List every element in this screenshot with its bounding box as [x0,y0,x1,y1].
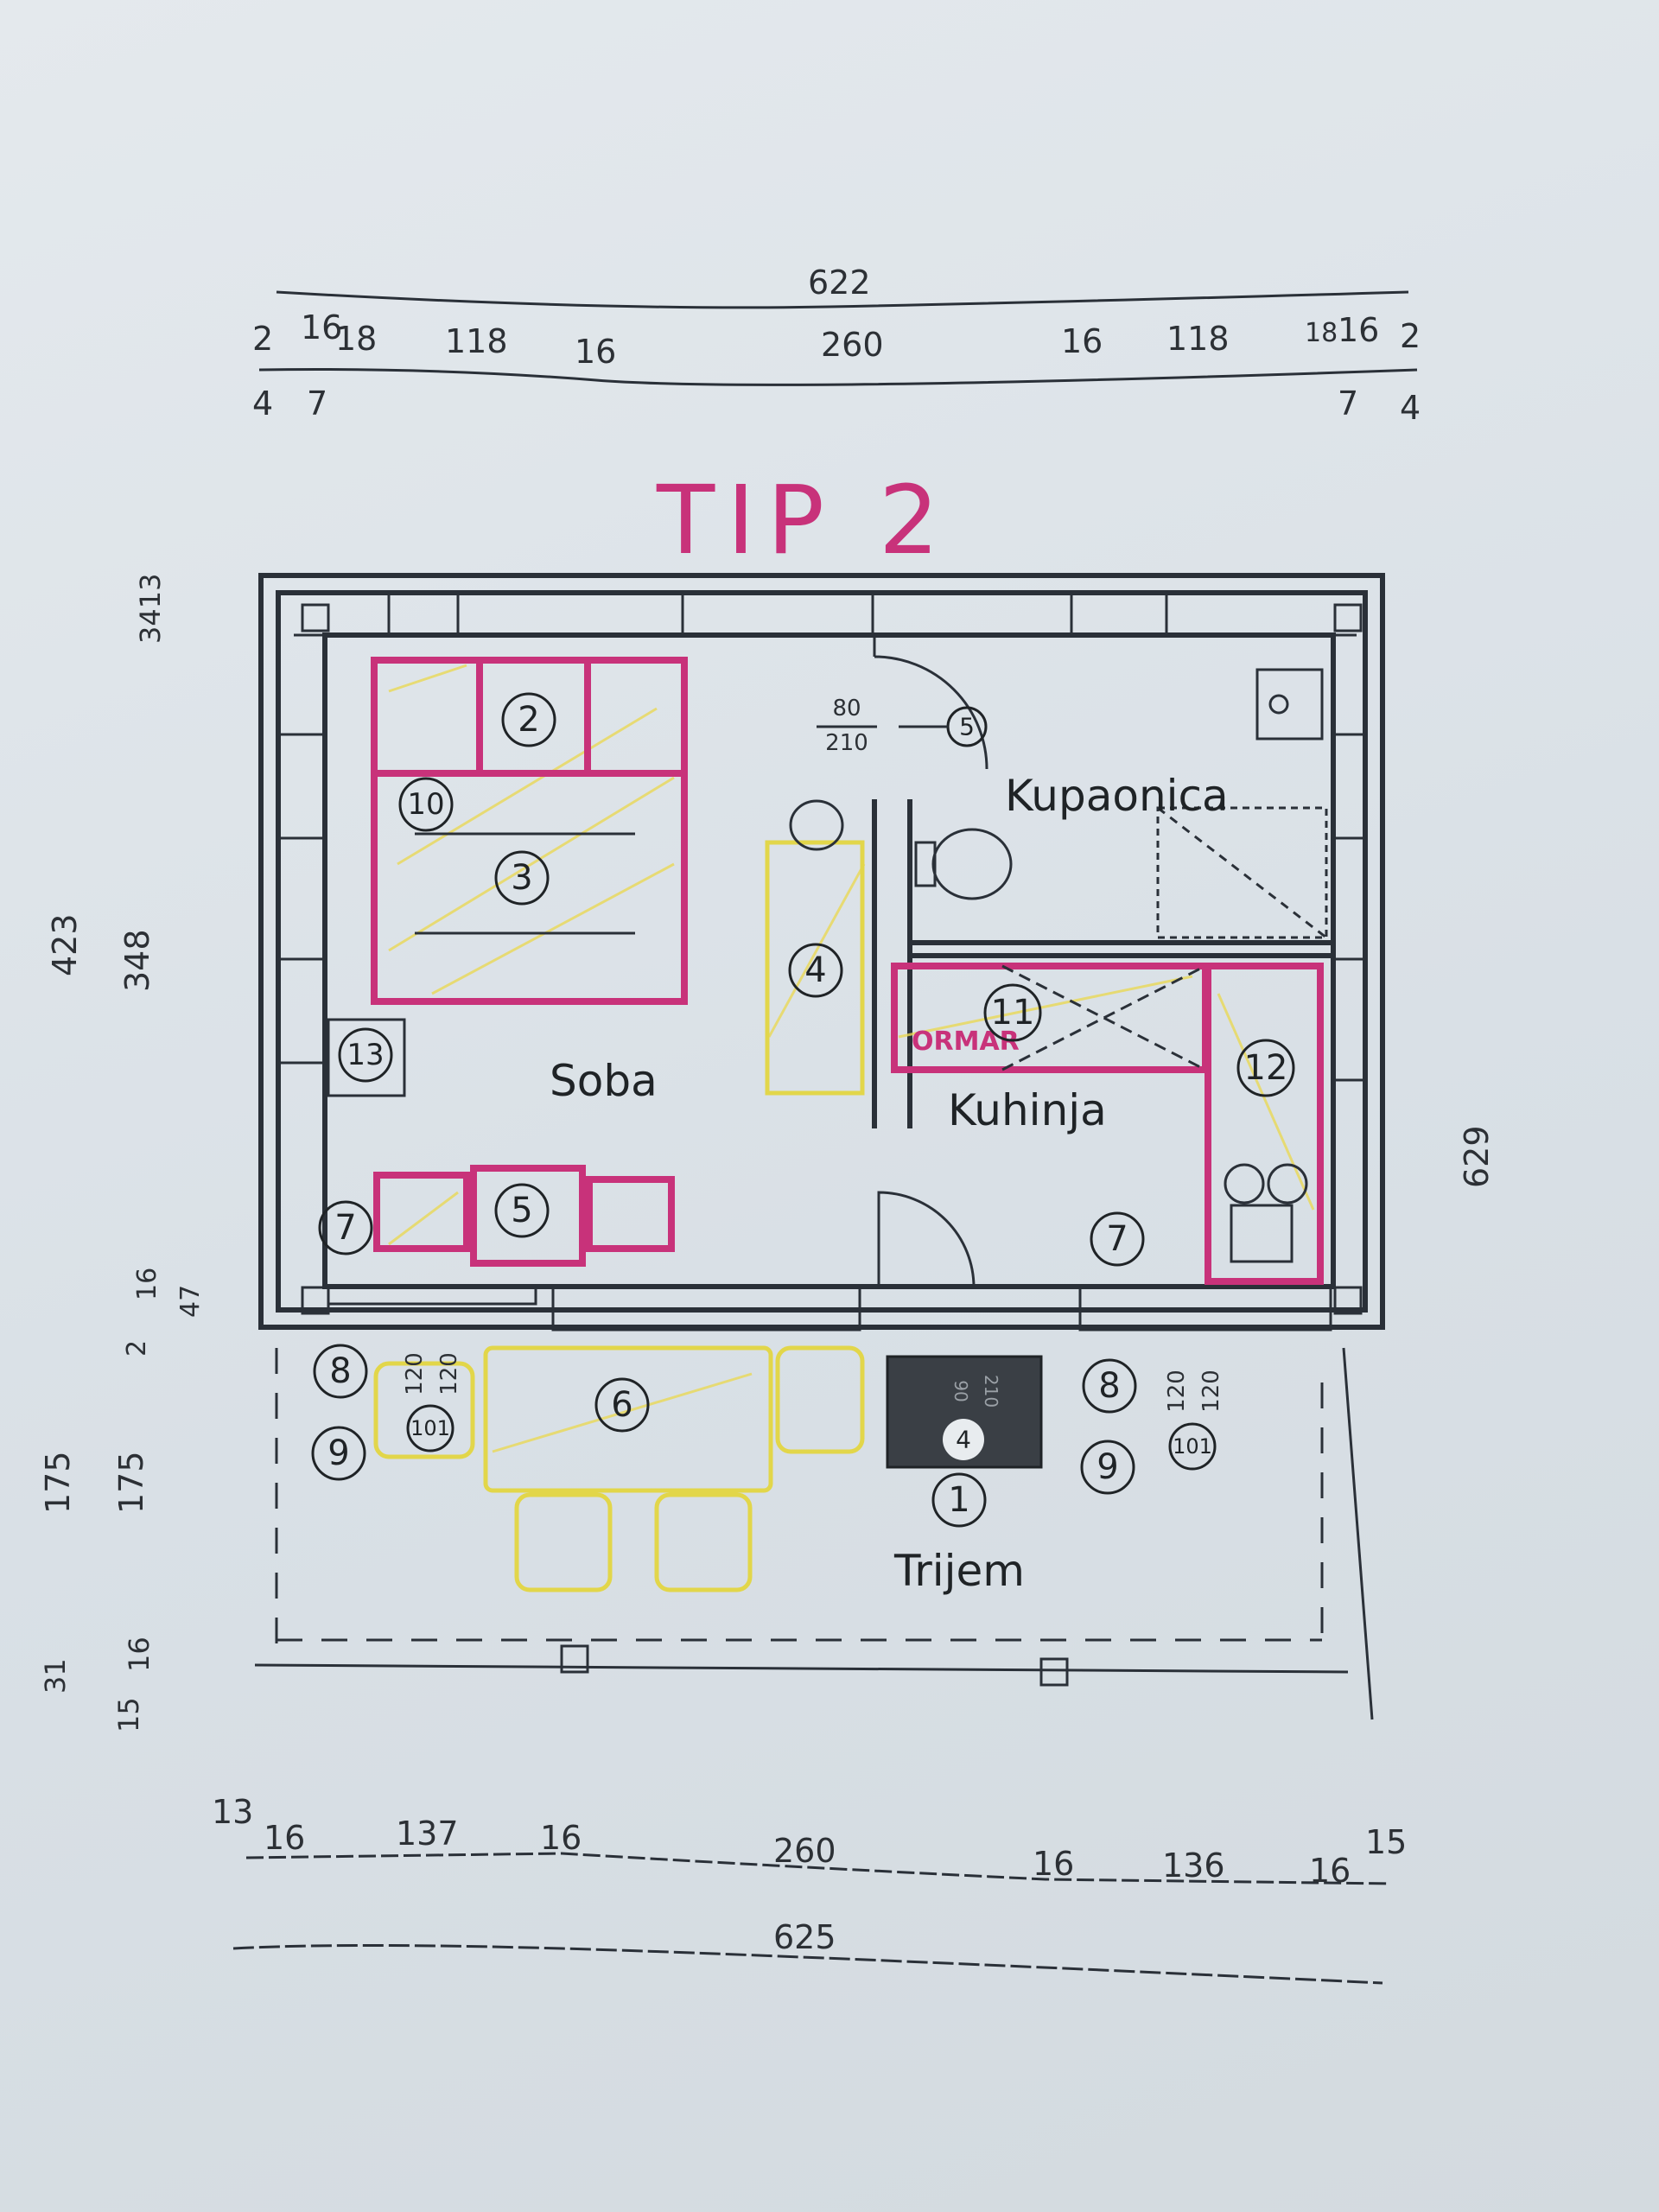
porch-table [483,1345,773,1493]
tag: 5 [511,1191,532,1230]
tag: 8 [329,1351,351,1391]
room-label-trijem: Trijem [893,1546,1025,1596]
tag: 9 [327,1433,349,1473]
dim-left: 47 [175,1285,206,1318]
room-label-kupaonica: Kupaonica [1005,771,1229,821]
dim-bottom: 16 [540,1819,582,1857]
porch-window-width: 120 [1164,1370,1190,1413]
kitchen-counter [1205,963,1324,1285]
dim-overall-bottom: 625 [773,1918,836,1956]
tag: 11 [991,993,1035,1033]
dim-top: 18 [1305,318,1338,348]
dim-bottom: 16 [264,1819,305,1857]
furniture [327,657,1324,1592]
yellow-hatching [388,664,1315,1453]
dim-left: 175 [39,1451,77,1514]
entry-door-height: 210 [981,1375,1001,1408]
dim-left: 16 [123,1637,156,1672]
tag: 3 [511,858,532,898]
tag: 7 [1106,1219,1128,1259]
entry-door-width: 90 [950,1380,971,1402]
building-walls [258,573,1385,1332]
tag: 12 [1244,1048,1288,1088]
dim-bottom: 137 [396,1815,459,1853]
dim-top-lower: 4 [252,385,273,423]
sofa [470,1165,586,1267]
dim-top: 16 [575,333,616,371]
tag: 4 [956,1426,971,1454]
dim-top: 16 [1061,322,1103,360]
tag: 2 [518,700,539,740]
handwritten-note-ormar: ORMAR [912,1027,1020,1057]
bottom-dimension-lines [232,1852,1392,1985]
dim-bottom: 260 [773,1832,836,1870]
tag: 101 [410,1416,450,1440]
top-dimension-lines [258,290,1418,386]
dim-left: 16 [132,1268,162,1300]
door-width: 80 [832,696,861,721]
dim-bottom: 16 [1033,1845,1074,1883]
item-tags: 2 10 3 4 13 5 7 7 11 12 5 8 9 6 101 1 4 … [311,692,1295,1528]
dim-left: 31 [39,1658,72,1694]
tag: 4 [804,950,826,990]
dim-top-lower: 7 [307,385,327,423]
dim-left: 2 [122,1340,152,1357]
dim-top: 118 [445,322,508,360]
armchair [586,1176,675,1252]
dim-right: 629 [1458,1125,1496,1188]
tag: 5 [959,713,975,741]
door-height: 210 [825,730,868,756]
tag: 13 [346,1038,384,1072]
wardrobe [765,840,865,1096]
room-label-kuhinja: Kuhinja [948,1085,1107,1135]
tag: 9 [1096,1447,1118,1487]
tag: 1 [948,1480,969,1520]
dim-bottom: 15 [1365,1823,1407,1861]
bathroom-fixtures [914,668,1328,939]
bed [371,657,688,1005]
dim-bottom: 136 [1162,1847,1225,1885]
dim-top: 118 [1166,320,1230,358]
porch-window-width: 120 [402,1352,428,1395]
porch-outline [254,1347,1374,1720]
dim-top: 16 [301,308,342,346]
dim-bottom: 13 [212,1793,253,1831]
dim-top: 18 [335,320,377,358]
dim-overall-top: 622 [808,264,871,302]
dim-left: 175 [112,1451,150,1514]
dim-left: 15 [112,1697,145,1732]
tag: 7 [334,1208,356,1248]
dim-bottom: 16 [1309,1852,1351,1890]
tag: 101 [1173,1434,1212,1459]
porch-window-height: 120 [1198,1370,1224,1413]
dim-left: 423 [46,913,84,976]
dim-top: 16 [1338,311,1379,349]
dim-top: 2 [1400,317,1421,355]
tag: 8 [1098,1366,1120,1406]
dim-top-lower: 4 [1400,389,1421,427]
dim-top-lower: 7 [1338,385,1358,423]
armchair [373,1172,470,1252]
porch-window-height: 120 [436,1352,462,1395]
dim-left: 3413 [134,574,167,644]
dim-top: 2 [252,320,273,358]
dim-top: 260 [821,326,884,364]
plan-title: TIP 2 [656,465,951,575]
tag: 10 [407,787,444,822]
tag: 6 [611,1385,632,1425]
dim-left: 348 [118,929,156,992]
room-label-soba: Soba [550,1056,658,1106]
